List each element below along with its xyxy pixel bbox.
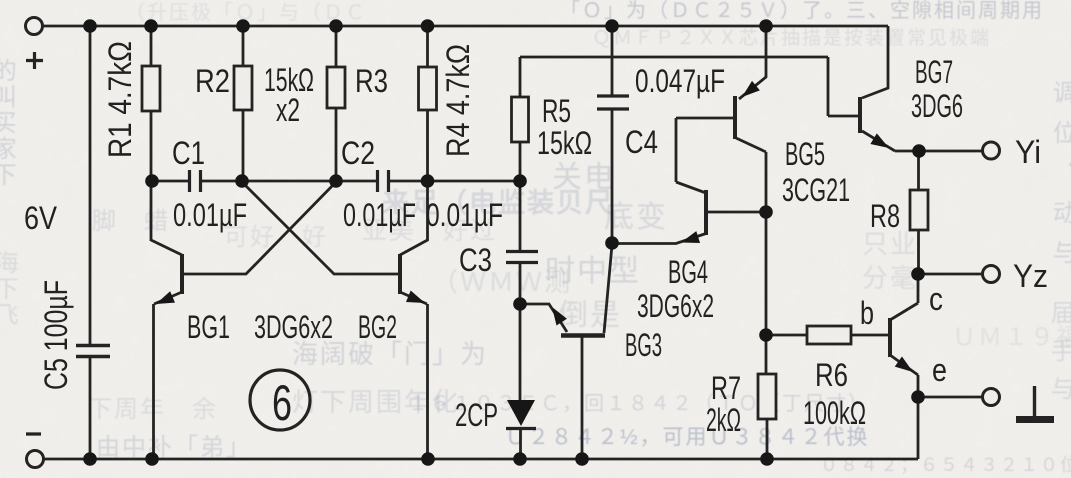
svg-text:R3: R3 — [355, 63, 388, 99]
svg-text:3DG6: 3DG6 — [911, 88, 963, 124]
svg-text:BG5: BG5 — [785, 136, 825, 172]
svg-text:2CP: 2CP — [455, 397, 498, 433]
svg-text:BG2: BG2 — [358, 309, 397, 345]
svg-text:R1 4.7kΩ: R1 4.7kΩ — [102, 41, 138, 158]
svg-text:BG7: BG7 — [915, 54, 953, 90]
svg-text:c: c — [929, 281, 943, 317]
svg-text:R7: R7 — [711, 370, 741, 406]
svg-text:R5: R5 — [542, 93, 571, 129]
svg-text:15kΩ: 15kΩ — [537, 125, 592, 161]
svg-text:x2: x2 — [276, 92, 300, 128]
svg-text:0.01µF: 0.01µF — [426, 197, 503, 233]
svg-text:R4 4.7kΩ: R4 4.7kΩ — [440, 44, 476, 157]
svg-text:3DG6x2: 3DG6x2 — [254, 309, 333, 345]
svg-text:Yi: Yi — [1015, 134, 1041, 170]
svg-text:BG4: BG4 — [668, 254, 708, 290]
svg-text:C1: C1 — [172, 135, 205, 171]
svg-text:C2: C2 — [341, 135, 375, 171]
svg-text:Yz: Yz — [1013, 258, 1048, 294]
svg-text:3CG21: 3CG21 — [782, 172, 850, 208]
svg-text:C3: C3 — [459, 242, 492, 278]
svg-text:C4: C4 — [625, 124, 658, 160]
svg-text:2kΩ: 2kΩ — [706, 402, 741, 438]
svg-text:R8: R8 — [870, 198, 900, 234]
svg-text:0.01µF: 0.01µF — [173, 197, 247, 233]
svg-text:e: e — [932, 352, 947, 388]
svg-text:6: 6 — [272, 376, 292, 431]
svg-text:C5 100µF: C5 100µF — [38, 280, 74, 390]
svg-text:R6: R6 — [815, 357, 848, 393]
svg-text:BG1: BG1 — [187, 309, 230, 345]
svg-text:0.047µF: 0.047µF — [635, 63, 725, 99]
svg-text:0.01µF: 0.01µF — [343, 197, 416, 233]
svg-text:BG3: BG3 — [625, 327, 662, 363]
svg-text:R2: R2 — [195, 63, 230, 99]
svg-text:6V: 6V — [24, 200, 58, 236]
svg-text:3DG6x2: 3DG6x2 — [637, 288, 714, 324]
svg-text:100kΩ: 100kΩ — [803, 395, 866, 431]
svg-text:b: b — [860, 295, 874, 331]
